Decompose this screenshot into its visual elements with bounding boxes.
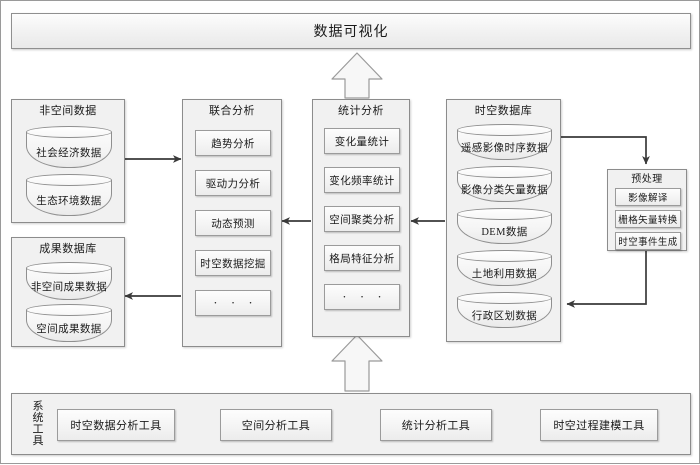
db-cylinder-dem-data[interactable]: DEM数据 [457, 208, 552, 244]
wire-preprocessing-to-stdb [566, 251, 647, 308]
cylinder-body [26, 180, 112, 216]
panel-statistical-analysis-title: 统计分析 [338, 105, 384, 117]
db-cylinder-nonspatial-results-label: 非空间成果数据 [30, 281, 108, 293]
block-arrow-tools-to-analysis [331, 334, 383, 392]
cylinder-top [457, 250, 552, 262]
db-cylinder-spatial-results[interactable]: 空间成果数据 [26, 304, 112, 342]
box-image-interpretation[interactable]: 影像解译 [615, 188, 681, 206]
cylinder-top [26, 174, 112, 186]
panel-nonspatial-data[interactable]: 非空间数据 社会经济数据 生态环境数据 [11, 99, 125, 223]
db-cylinder-image-classification-vector[interactable]: 影像分类矢量数据 [457, 166, 552, 202]
panel-nonspatial-data-title: 非空间数据 [39, 105, 97, 117]
data-visualization-banner-label: 数据可视化 [313, 25, 389, 40]
box-pattern-feature-analysis[interactable]: 格局特征分析 [324, 245, 400, 271]
tool-spatiotemporal-process-modeling[interactable]: 时空过程建模工具 [540, 409, 658, 441]
box-dynamic-prediction[interactable]: 动态预测 [195, 210, 271, 236]
box-raster-vector-conversion[interactable]: 栅格矢量转换 [615, 210, 681, 228]
system-tools-bar: 系统工具 时空数据分析工具 空间分析工具 统计分析工具 时空过程建模工具 [11, 393, 691, 455]
db-cylinder-spatial-results-label: 空间成果数据 [36, 323, 102, 335]
db-cylinder-administrative-division-data[interactable]: 行政区划数据 [457, 292, 552, 328]
panel-results-database-title: 成果数据库 [39, 243, 97, 255]
cylinder-top [457, 292, 552, 304]
box-spatial-clustering-analysis[interactable]: 空间聚类分析 [324, 206, 400, 232]
box-joint-analysis-more[interactable]: · · · [195, 290, 271, 316]
db-cylinder-eco-environment[interactable]: 生态环境数据 [26, 174, 112, 216]
tool-statistical-analysis[interactable]: 统计分析工具 [380, 409, 492, 441]
db-cylinder-eco-environment-label: 生态环境数据 [36, 195, 102, 207]
db-cylinder-socioeconomic[interactable]: 社会经济数据 [26, 126, 112, 168]
panel-results-database[interactable]: 成果数据库 非空间成果数据 空间成果数据 [11, 237, 125, 347]
db-cylinder-dem-data-label: DEM数据 [481, 226, 528, 238]
db-cylinder-remote-sensing-timeseries-label: 遥感影像时序数据 [460, 142, 549, 154]
db-cylinder-nonspatial-results[interactable]: 非空间成果数据 [26, 262, 112, 300]
panel-joint-analysis[interactable]: 联合分析 趋势分析 驱动力分析 动态预测 时空数据挖掘 · · · [182, 99, 282, 347]
box-spatiotemporal-data-mining[interactable]: 时空数据挖掘 [195, 250, 271, 276]
db-cylinder-land-use-data[interactable]: 土地利用数据 [457, 250, 552, 286]
cylinder-top [457, 208, 552, 220]
data-visualization-banner: 数据可视化 [11, 13, 691, 49]
tool-spatial-analysis[interactable]: 空间分析工具 [220, 409, 332, 441]
cylinder-top [457, 166, 552, 178]
block-arrow-analysis-to-visualization [331, 52, 383, 99]
db-cylinder-administrative-division-data-label: 行政区划数据 [471, 310, 538, 322]
db-cylinder-image-classification-vector-label: 影像分类矢量数据 [460, 184, 549, 196]
wire-stdb-to-preprocessing [561, 136, 650, 165]
db-cylinder-remote-sensing-timeseries[interactable]: 遥感影像时序数据 [457, 124, 552, 160]
db-cylinder-land-use-data-label: 土地利用数据 [471, 268, 538, 280]
panel-preprocessing[interactable]: 预处理 影像解译 栅格矢量转换 时空事件生成 [607, 169, 687, 251]
panel-joint-analysis-title: 联合分析 [209, 105, 255, 117]
box-trend-analysis[interactable]: 趋势分析 [195, 130, 271, 156]
box-change-amount-statistics[interactable]: 变化量统计 [324, 128, 400, 154]
box-spatiotemporal-event-generation[interactable]: 时空事件生成 [615, 232, 681, 250]
box-driving-force-analysis[interactable]: 驱动力分析 [195, 170, 271, 196]
panel-spatiotemporal-database-title: 时空数据库 [474, 105, 533, 117]
cylinder-top [26, 262, 112, 274]
box-statistical-analysis-more[interactable]: · · · [324, 284, 400, 310]
panel-preprocessing-title: 预处理 [631, 174, 663, 185]
cylinder-top [457, 124, 552, 136]
db-cylinder-socioeconomic-label: 社会经济数据 [36, 147, 102, 159]
cylinder-top [26, 126, 112, 138]
panel-spatiotemporal-database[interactable]: 时空数据库 遥感影像时序数据 影像分类矢量数据 DEM数据 土地利用数据 行政区… [446, 99, 561, 342]
system-tools-label: 系统工具 [31, 400, 43, 446]
cylinder-top [26, 304, 112, 316]
tool-spatiotemporal-data-analysis[interactable]: 时空数据分析工具 [57, 409, 175, 441]
panel-statistical-analysis[interactable]: 统计分析 变化量统计 变化频率统计 空间聚类分析 格局特征分析 · · · [312, 99, 410, 337]
box-change-frequency-statistics[interactable]: 变化频率统计 [324, 167, 400, 193]
